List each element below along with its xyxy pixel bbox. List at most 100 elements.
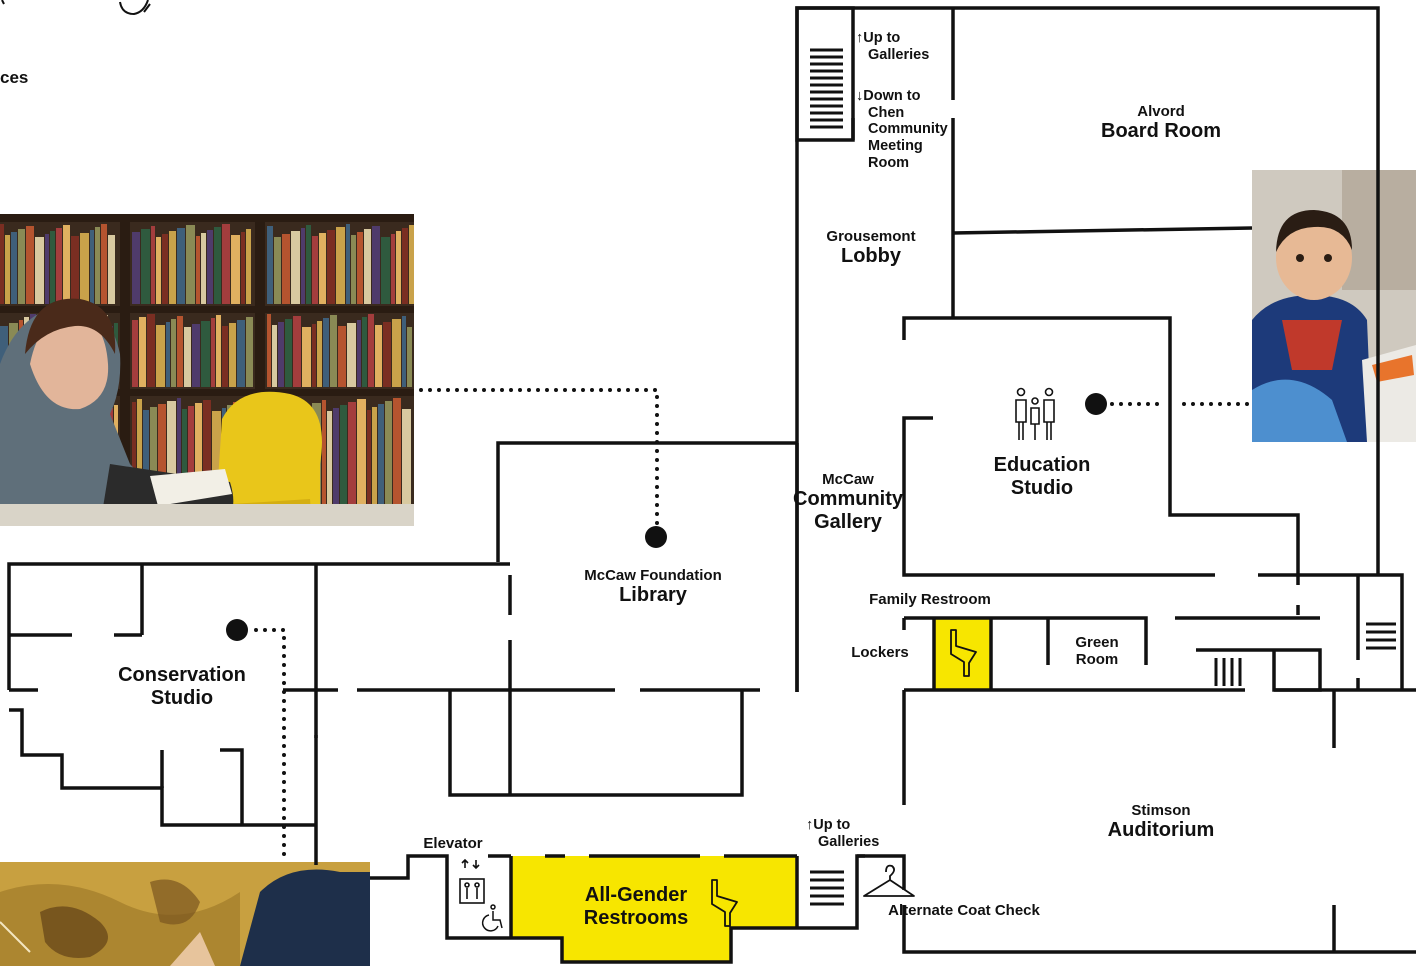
room-name: Auditorium bbox=[1107, 819, 1215, 842]
book-spine bbox=[282, 234, 290, 304]
room-name: Lobby bbox=[841, 245, 901, 268]
room-name: Green bbox=[1075, 634, 1119, 651]
book-spine bbox=[293, 316, 301, 387]
book-spine bbox=[139, 317, 146, 387]
room-grousemont-lobby[interactable]: Grousemont Lobby bbox=[806, 228, 936, 268]
book-spine bbox=[301, 228, 305, 304]
book-spine bbox=[207, 230, 213, 304]
book-spine bbox=[336, 227, 345, 304]
book-spine bbox=[348, 402, 356, 504]
room-sublabel: McCaw Foundation bbox=[584, 567, 722, 584]
book-spine bbox=[0, 224, 4, 304]
book-spine bbox=[214, 227, 221, 304]
book-spine bbox=[158, 404, 166, 504]
book-spine bbox=[375, 325, 382, 387]
stairs-icon bbox=[810, 870, 844, 906]
book-spine bbox=[71, 236, 79, 304]
room-conservation-studio[interactable]: Conservation Studio bbox=[94, 664, 270, 710]
book-spine bbox=[323, 318, 329, 387]
book-spine bbox=[351, 235, 356, 304]
room-mccaw-foundation-library[interactable]: McCaw Foundation Library bbox=[553, 567, 753, 607]
book-spine bbox=[26, 226, 34, 304]
up-to-galleries-label: ↑Up to Galleries bbox=[806, 817, 879, 850]
book-spine bbox=[246, 229, 251, 304]
restroom-icon bbox=[950, 629, 977, 677]
label-line: Room bbox=[868, 154, 910, 171]
book-spine bbox=[322, 400, 326, 504]
label-line: Meeting bbox=[868, 138, 923, 155]
room-name: Room bbox=[1075, 651, 1119, 669]
book-spine bbox=[385, 401, 392, 504]
room-name: All-Gender bbox=[584, 884, 688, 906]
room-name: Board Room bbox=[1101, 120, 1221, 143]
book-spine bbox=[188, 406, 194, 504]
book-spine bbox=[45, 234, 49, 304]
lockers-label: Lockers bbox=[851, 644, 909, 661]
family-icon bbox=[1015, 387, 1055, 440]
book-spine bbox=[330, 315, 337, 387]
book-spine bbox=[196, 236, 200, 304]
room-name: Library bbox=[619, 584, 687, 607]
book-spine bbox=[35, 237, 44, 304]
room-name: Studio bbox=[150, 687, 214, 709]
room-name: Gallery bbox=[814, 511, 882, 534]
book-spine bbox=[201, 321, 210, 387]
book-spine bbox=[177, 228, 185, 304]
book-spine bbox=[407, 327, 412, 387]
all-gender-restrooms-area[interactable] bbox=[511, 856, 797, 962]
book-spine bbox=[402, 409, 411, 504]
room-education-studio[interactable]: Education Studio bbox=[970, 454, 1114, 500]
book-spine bbox=[231, 235, 240, 304]
book-spine bbox=[212, 411, 221, 504]
family-restroom-label: Family Restroom bbox=[869, 591, 991, 608]
coat-hanger-icon bbox=[863, 864, 915, 897]
book-spine bbox=[306, 225, 311, 304]
location-marker-icon[interactable] bbox=[645, 526, 667, 548]
book-spine bbox=[274, 237, 281, 304]
family-restroom-area[interactable] bbox=[934, 618, 991, 690]
room-name: Studio bbox=[1010, 477, 1074, 499]
book-spine bbox=[393, 398, 401, 504]
education-photo-image bbox=[1252, 170, 1416, 442]
book-spine bbox=[402, 316, 406, 387]
book-spine bbox=[95, 227, 100, 304]
room-name: Education bbox=[993, 454, 1091, 476]
room-green-room[interactable]: Green Room bbox=[1064, 634, 1130, 669]
book-spine bbox=[241, 232, 245, 304]
book-spine bbox=[362, 317, 367, 387]
room-all-gender-restrooms[interactable]: All-Gender Restrooms bbox=[566, 884, 706, 930]
book-spine bbox=[367, 410, 371, 504]
book-spine bbox=[203, 400, 211, 504]
book-spine bbox=[222, 224, 230, 304]
book-spine bbox=[347, 323, 356, 387]
book-spine bbox=[137, 399, 142, 504]
location-marker-icon[interactable] bbox=[226, 619, 248, 641]
book-spine bbox=[383, 322, 391, 387]
book-spine bbox=[396, 231, 401, 304]
book-spine bbox=[143, 410, 149, 504]
book-spine bbox=[381, 237, 390, 304]
book-spine bbox=[391, 234, 395, 304]
book-spine bbox=[338, 326, 346, 387]
book-spine bbox=[291, 231, 300, 304]
book-spine bbox=[327, 230, 335, 304]
alternate-coat-check-label: Alternate Coat Check bbox=[888, 902, 1040, 919]
book-spine bbox=[378, 404, 384, 504]
book-spine bbox=[192, 324, 200, 387]
book-spine bbox=[246, 317, 253, 387]
room-stimson-auditorium[interactable]: Stimson Auditorium bbox=[1080, 802, 1242, 842]
book-spine bbox=[182, 409, 187, 504]
room-sublabel: Grousemont bbox=[826, 228, 916, 245]
location-marker-icon[interactable] bbox=[1085, 393, 1107, 415]
book-spine bbox=[132, 232, 140, 304]
room-mccaw-community-gallery[interactable]: McCaw Community Gallery bbox=[782, 471, 914, 534]
room-alvord-board-room[interactable]: Alvord Board Room bbox=[1060, 103, 1262, 143]
book-spine bbox=[156, 237, 161, 304]
museum-logo-icon bbox=[1, 0, 151, 16]
book-spine bbox=[372, 226, 380, 304]
accessible-icon bbox=[481, 904, 503, 932]
room-sublabel: Stimson bbox=[1131, 802, 1191, 819]
book-spine bbox=[80, 233, 89, 304]
stairs-icon bbox=[810, 48, 843, 129]
